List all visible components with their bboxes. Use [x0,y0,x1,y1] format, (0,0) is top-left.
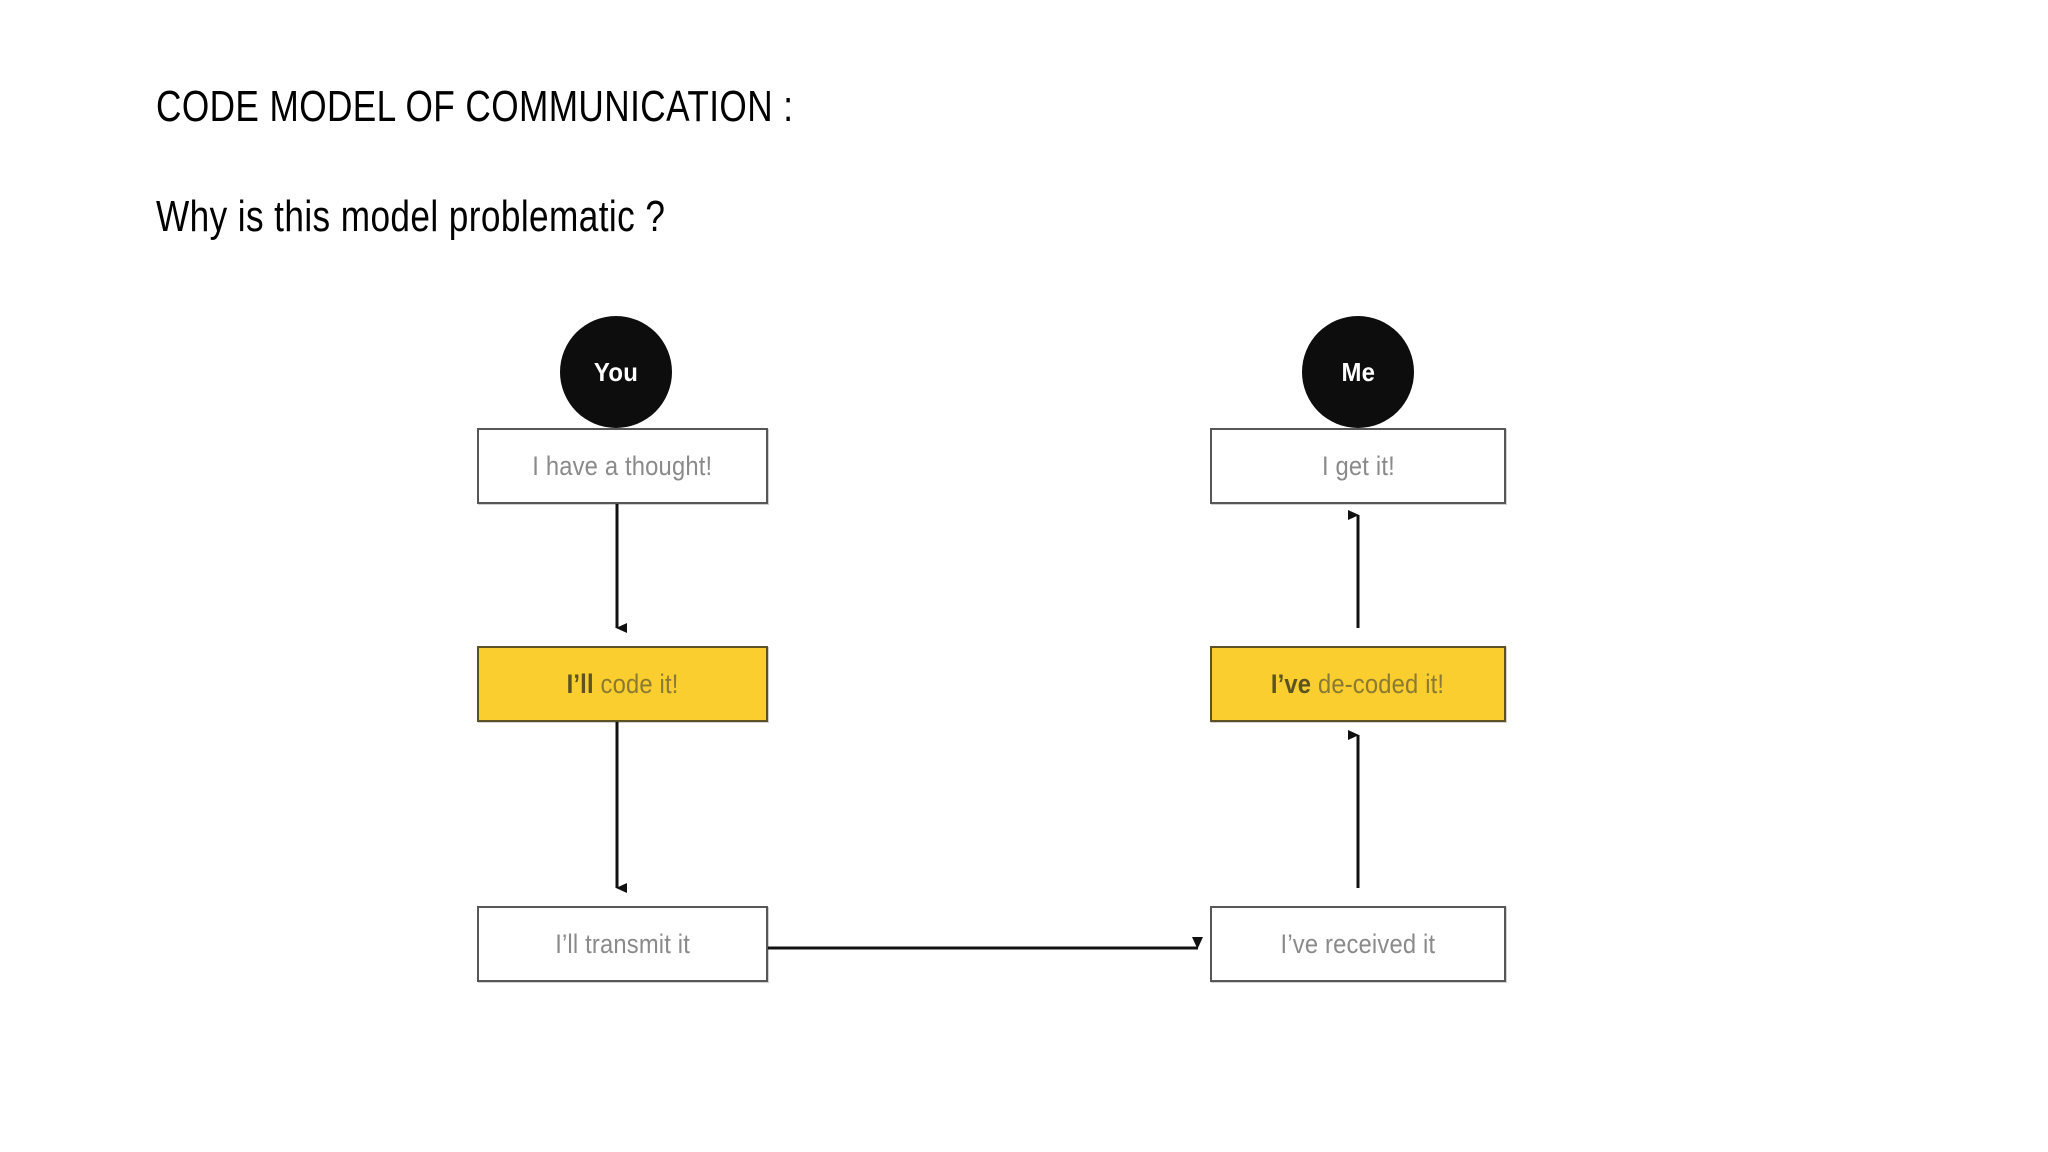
node-transmit-it[interactable]: I’ll transmit it [477,906,768,982]
node-code-it-rest: code it! [593,668,679,699]
node-decoded-it-label: I’ve de-coded it! [1271,669,1444,700]
node-received-it-label: I’ve received it [1280,928,1436,959]
avatar-me: Me [1302,316,1414,428]
node-get-it[interactable]: I get it! [1210,428,1506,504]
node-code-it-bold: I’ll [566,668,594,699]
node-transmit-it-label: I’ll transmit it [555,928,690,959]
node-decoded-it-bold: I’ve [1271,668,1312,699]
avatar-you-label: You [593,356,639,387]
node-get-it-label: I get it! [1321,450,1395,481]
avatar-you: You [560,316,672,428]
page-subtitle: Why is this model problematic ? [156,192,666,241]
avatar-me-label: Me [1341,356,1375,387]
node-code-it[interactable]: I’ll code it! [477,646,768,722]
node-have-thought-label: I have a thought! [532,450,713,481]
page-title: CODE MODEL OF COMMUNICATION : [156,82,794,131]
node-decoded-it[interactable]: I’ve de-coded it! [1210,646,1506,722]
node-decoded-it-rest: de-coded it! [1311,668,1445,699]
node-received-it[interactable]: I’ve received it [1210,906,1506,982]
node-have-thought[interactable]: I have a thought! [477,428,768,504]
node-code-it-label: I’ll code it! [567,669,679,700]
